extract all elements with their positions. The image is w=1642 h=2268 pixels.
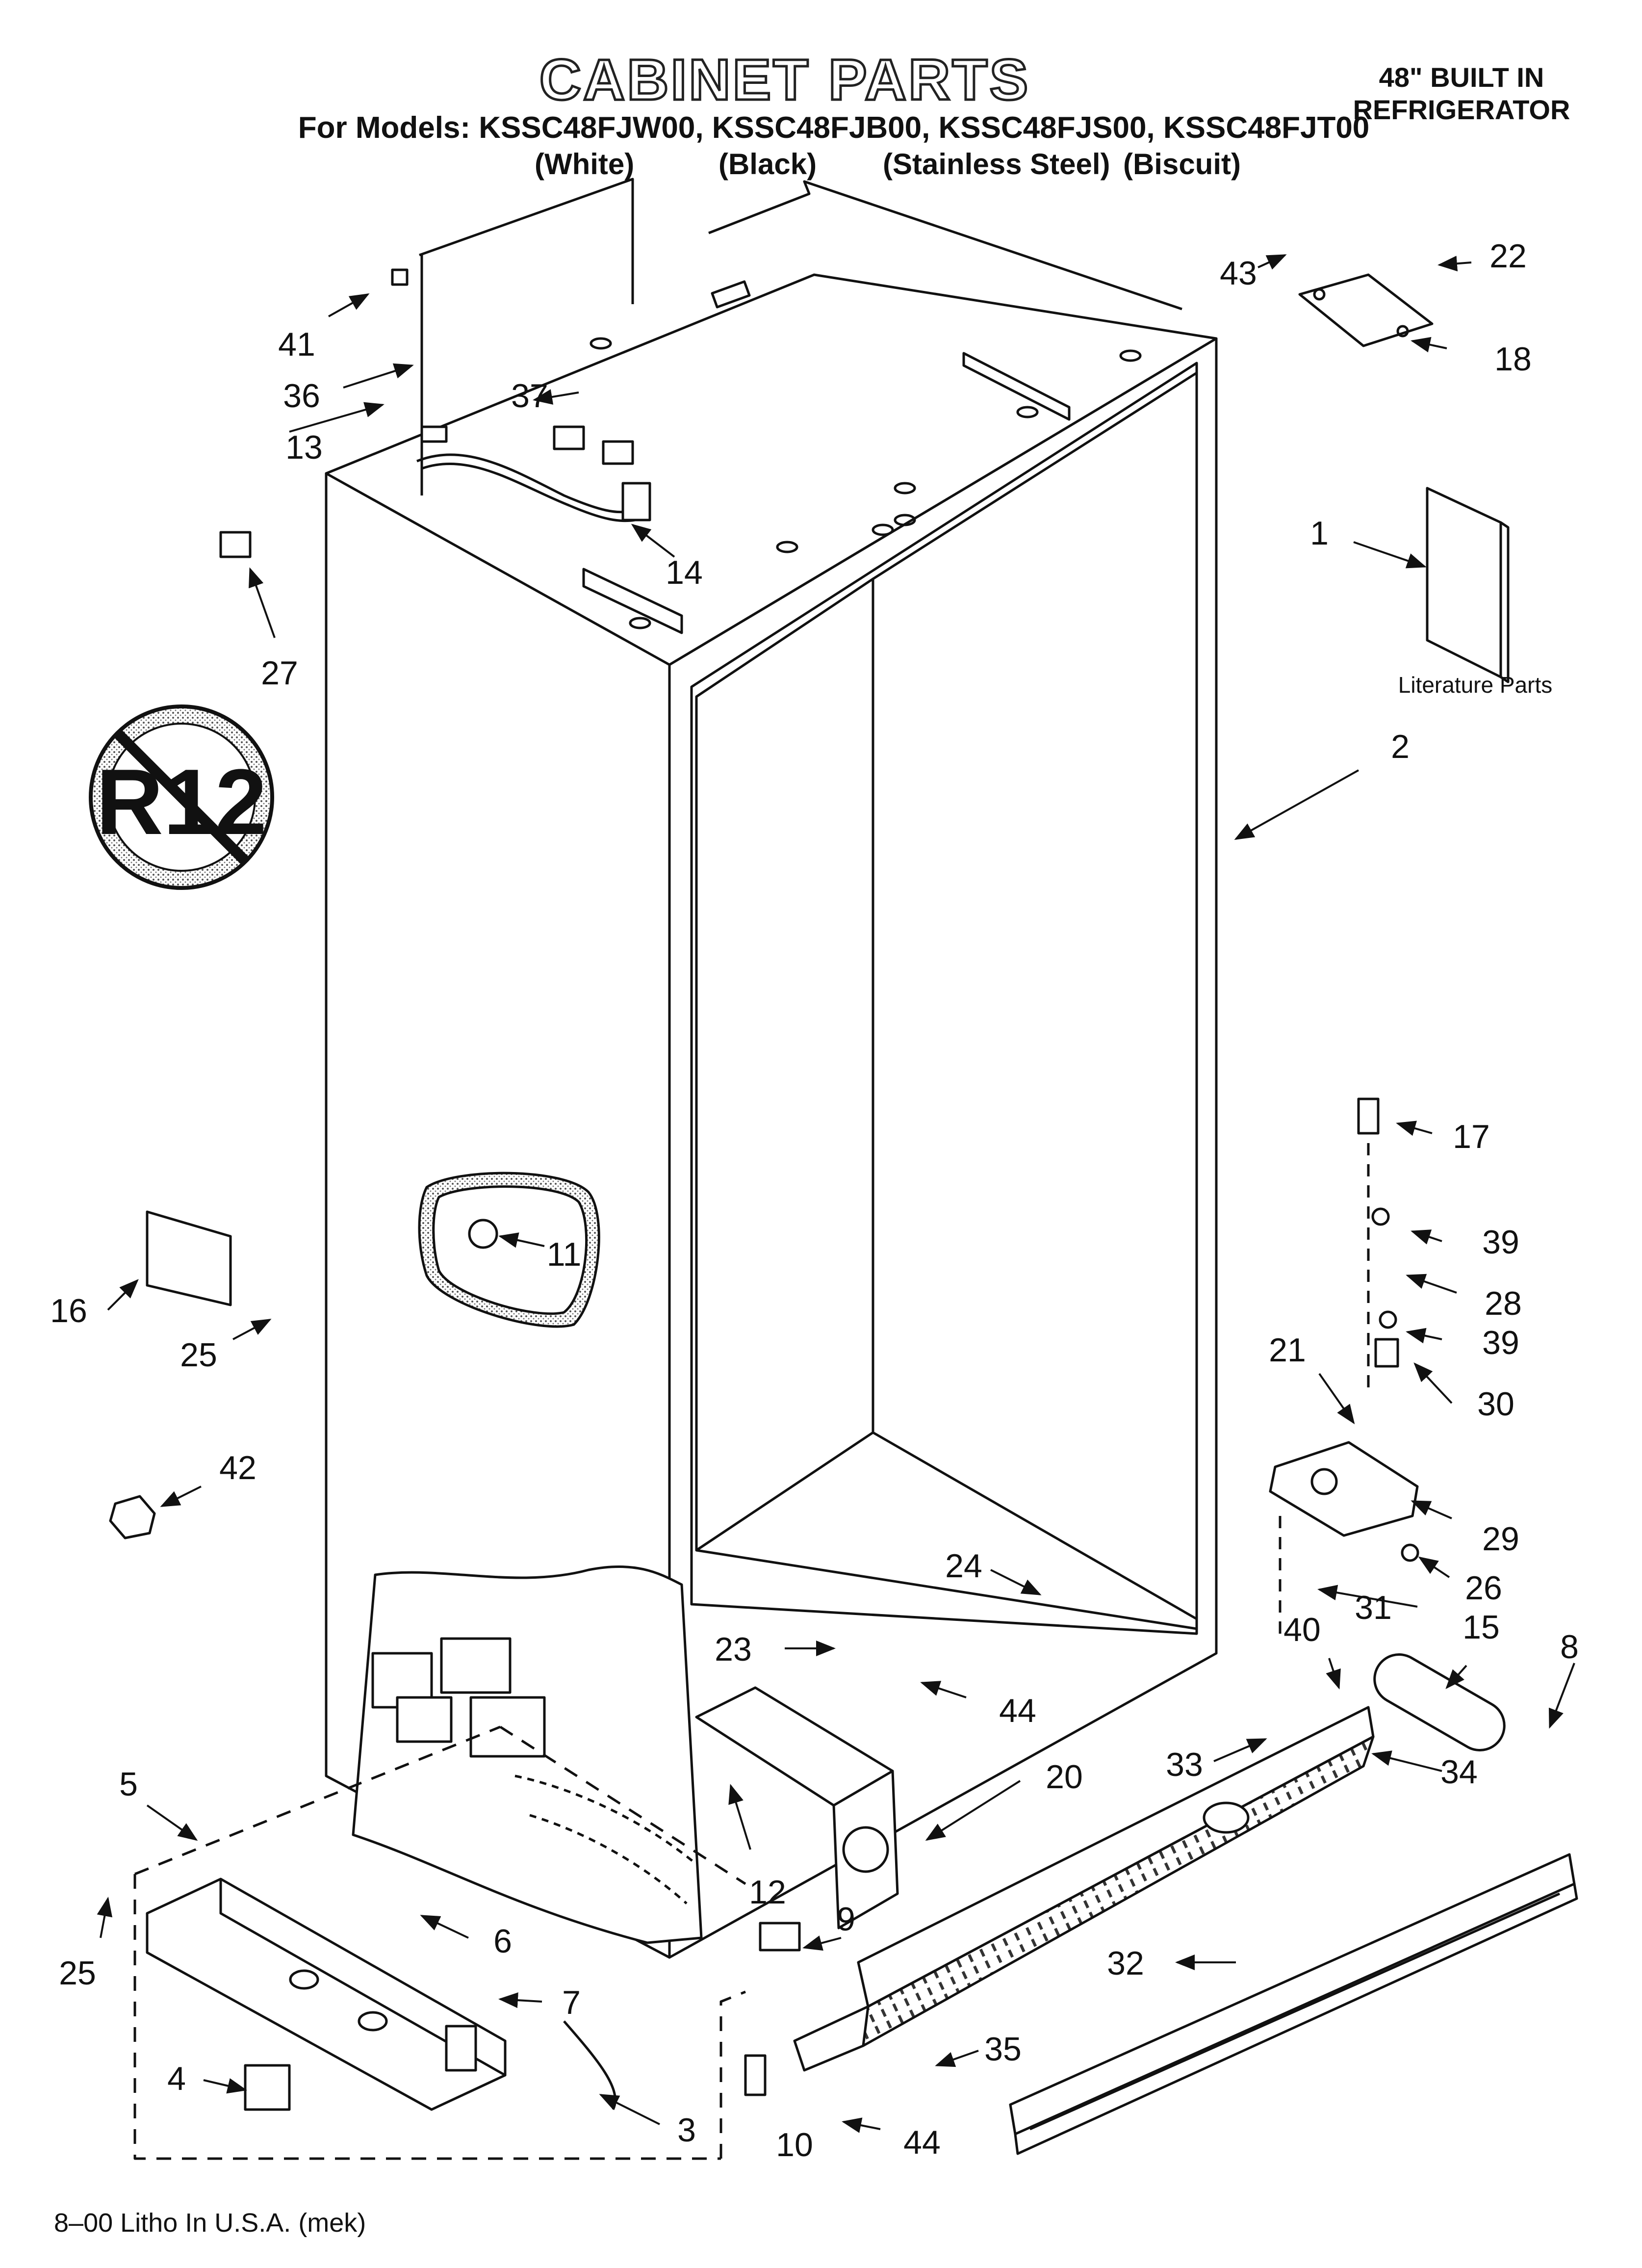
callout-13: 13	[285, 429, 323, 466]
page-title: CABINET PARTS	[538, 47, 1030, 114]
callout-11: 11	[547, 1236, 582, 1273]
callout-18: 18	[1494, 340, 1532, 378]
callout-25-lower: 25	[59, 1955, 96, 1992]
small-parts	[109, 268, 1419, 2111]
variant-white: (White)	[535, 148, 635, 181]
wiring-harness	[416, 425, 651, 522]
callout-26: 26	[1465, 1569, 1502, 1607]
callout-3: 3	[677, 2112, 696, 2149]
callout-39-upper: 39	[1482, 1224, 1519, 1261]
callout-14: 14	[666, 554, 703, 591]
callout-1: 1	[1310, 515, 1329, 552]
callout-24: 24	[945, 1547, 982, 1585]
callout-16: 16	[50, 1292, 87, 1330]
callout-33: 33	[1166, 1746, 1203, 1783]
product-type-line1: 48" BUILT IN	[1379, 62, 1544, 93]
literature-parts-label: Literature Parts	[1398, 672, 1552, 698]
upper-hinge	[1298, 273, 1434, 347]
callout-36: 36	[283, 377, 320, 415]
callout-5: 5	[119, 1766, 138, 1803]
callout-39-lower: 39	[1482, 1324, 1519, 1361]
callout-17: 17	[1453, 1118, 1490, 1155]
callout-28: 28	[1485, 1285, 1522, 1322]
callout-6: 6	[493, 1923, 512, 1960]
callout-27: 27	[261, 654, 298, 692]
callout-34: 34	[1440, 1753, 1478, 1791]
literature-booklet	[1426, 487, 1510, 683]
model-list: For Models: KSSC48FJW00, KSSC48FJB00, KS…	[298, 111, 1370, 145]
variant-biscuit: (Biscuit)	[1123, 148, 1241, 181]
print-footer: 8–00 Litho In U.S.A. (mek)	[54, 2208, 366, 2238]
callout-42: 42	[219, 1449, 257, 1486]
callout-29: 29	[1482, 1520, 1519, 1558]
callout-numbers: 1 2 3 4 5 6 7 8 9 10 11 12 13 14 15 16 1…	[50, 237, 1579, 2164]
base-bracket	[146, 1877, 507, 2111]
control-components	[371, 1637, 697, 1904]
callout-arrows	[97, 254, 1575, 2133]
callout-20: 20	[1046, 1758, 1083, 1796]
no-r12-symbol: R12	[89, 704, 274, 890]
insulation-inner	[432, 1185, 588, 1315]
callout-21: 21	[1269, 1331, 1306, 1369]
callout-22: 22	[1489, 237, 1527, 275]
variant-stainless: (Stainless Steel)	[883, 148, 1110, 181]
callout-23: 23	[715, 1631, 752, 1668]
callout-7: 7	[562, 1984, 581, 2021]
callout-12: 12	[749, 1874, 786, 1911]
callout-9: 9	[837, 1901, 855, 1938]
product-type-line2: REFRIGERATOR	[1353, 94, 1570, 125]
callout-41: 41	[278, 326, 315, 363]
kickplate	[1009, 1853, 1578, 2155]
callout-4: 4	[167, 2060, 186, 2097]
roller-assembly	[1373, 1653, 1506, 1751]
lower-hinge-bracket	[1269, 1143, 1419, 1634]
callout-15: 15	[1462, 1609, 1500, 1646]
callout-8: 8	[1560, 1628, 1579, 1666]
callout-40: 40	[1283, 1611, 1321, 1648]
grille-panel	[793, 1706, 1375, 2072]
callout-10: 10	[776, 2126, 813, 2164]
callout-32: 32	[1107, 1945, 1144, 1982]
callout-25-upper: 25	[180, 1336, 217, 1374]
callout-30: 30	[1477, 1385, 1514, 1423]
drain-plug	[468, 1219, 498, 1249]
product-type: 48" BUILT IN REFRIGERATOR	[1324, 61, 1599, 126]
callout-37: 37	[511, 377, 548, 415]
callout-43: 43	[1220, 255, 1257, 292]
variant-black: (Black)	[718, 148, 817, 181]
callout-44-upper: 44	[999, 1692, 1036, 1729]
base-assembly-outline	[133, 1725, 746, 2160]
air-duct	[695, 1686, 899, 1929]
callout-31: 31	[1355, 1589, 1392, 1626]
callout-35: 35	[984, 2031, 1022, 2068]
callout-44-lower: 44	[903, 2124, 941, 2161]
callout-2: 2	[1391, 728, 1410, 765]
